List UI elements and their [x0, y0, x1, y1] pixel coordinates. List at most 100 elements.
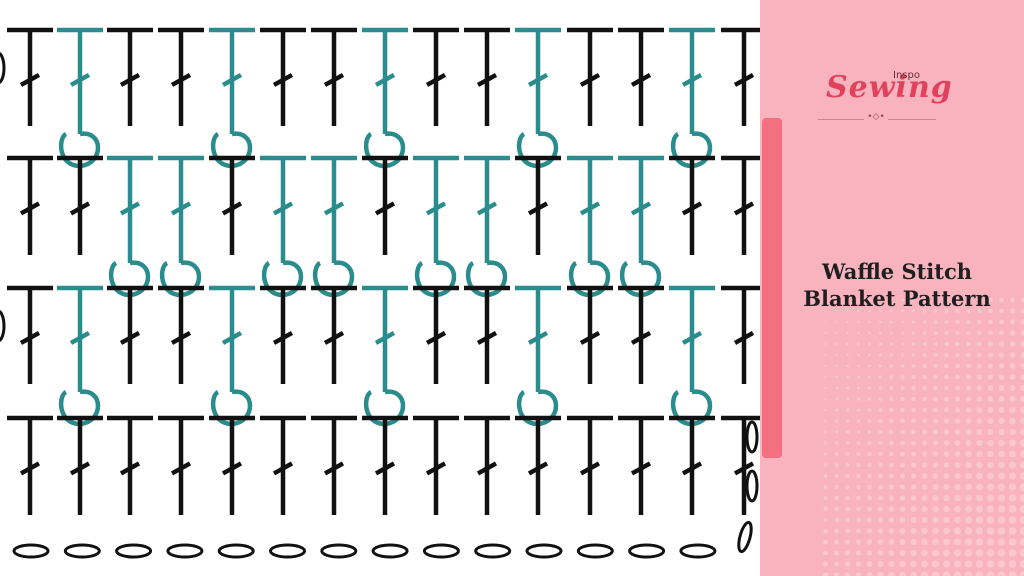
halftone-dot — [899, 538, 906, 546]
halftone-dot — [922, 298, 927, 302]
stitch-tick — [425, 330, 447, 345]
halftone-dot — [965, 396, 972, 402]
halftone-dot — [910, 560, 917, 568]
halftone-dot — [943, 516, 950, 524]
halftone-dot — [932, 462, 939, 468]
halftone-dot — [1008, 571, 1017, 576]
halftone-dot — [856, 397, 861, 401]
halftone-dot — [878, 473, 883, 479]
halftone-dot — [921, 473, 928, 479]
halftone-dot — [856, 430, 861, 434]
stitch-tick — [221, 72, 243, 87]
stitch-tick — [425, 201, 447, 216]
halftone-dot — [889, 386, 894, 390]
halftone-dot — [1009, 406, 1016, 414]
halftone-dot — [922, 407, 927, 413]
halftone-dot — [1010, 308, 1015, 314]
halftone-dot — [965, 385, 972, 391]
stitch-tick — [170, 461, 192, 476]
halftone-dot — [824, 321, 827, 323]
halftone-dot — [997, 527, 1006, 535]
halftone-dot — [987, 352, 994, 358]
halftone-dot — [846, 310, 849, 312]
halftone-dot — [955, 341, 960, 347]
halftone-dot — [911, 320, 916, 324]
halftone-dot — [911, 385, 916, 391]
halftone-dot — [986, 549, 995, 557]
halftone-dot — [856, 408, 861, 412]
halftone-dot — [976, 429, 983, 435]
side-panel — [760, 0, 1024, 576]
halftone-dot — [888, 517, 895, 523]
stitch-tick — [476, 72, 498, 87]
halftone-dot — [867, 473, 872, 479]
halftone-dot — [975, 571, 984, 576]
halftone-dot — [845, 484, 850, 490]
logo-wordmark: Sewing — [826, 70, 953, 105]
halftone-dot — [899, 473, 906, 479]
halftone-dot — [846, 331, 849, 335]
halftone-dot — [824, 310, 827, 312]
halftone-dot — [900, 451, 905, 457]
halftone-dot — [889, 364, 894, 368]
halftone-dot — [889, 342, 894, 346]
halftone-dot — [835, 321, 838, 323]
halftone-dot — [986, 538, 995, 546]
halftone-dot — [879, 309, 882, 313]
halftone-dot — [857, 320, 860, 324]
stitch-tick — [323, 330, 345, 345]
halftone-dot — [901, 309, 904, 313]
stitch-tick — [323, 72, 345, 87]
stitch-tick — [476, 461, 498, 476]
halftone-dot — [998, 374, 1005, 380]
stitch-tick — [221, 461, 243, 476]
halftone-dot — [1008, 505, 1017, 513]
halftone-dot — [846, 364, 849, 368]
halftone-dot — [976, 363, 983, 369]
stitch-tick — [527, 72, 549, 87]
halftone-dot — [932, 505, 939, 513]
stitch-tick — [170, 330, 192, 345]
halftone-dot — [1020, 428, 1024, 436]
halftone-dot — [1019, 549, 1024, 557]
halftone-dot — [1008, 538, 1017, 546]
halftone-dot — [933, 320, 938, 324]
halftone-dot — [867, 451, 872, 457]
halftone-dot — [954, 516, 961, 524]
halftone-dot — [910, 484, 917, 490]
halftone-dot — [988, 319, 993, 325]
halftone-dot — [856, 462, 861, 468]
halftone-dot — [889, 408, 894, 412]
halftone-dot — [932, 484, 939, 490]
halftone-dot — [954, 527, 961, 535]
halftone-dot — [1019, 494, 1024, 502]
halftone-dot — [901, 320, 904, 324]
halftone-dot — [844, 550, 851, 556]
halftone-dot — [987, 396, 994, 402]
stitch-tick — [69, 72, 91, 87]
halftone-dot — [987, 483, 994, 491]
halftone-dot — [955, 352, 960, 358]
halftone-dot — [986, 516, 995, 524]
chain-stitch — [679, 543, 717, 559]
halftone-dot — [953, 571, 962, 576]
halftone-dot — [932, 516, 939, 524]
logo-tag: Inspo — [893, 70, 920, 81]
halftone-dot — [834, 452, 839, 456]
halftone-dot — [943, 451, 950, 457]
halftone-dot — [975, 516, 984, 524]
halftone-dot — [965, 418, 972, 424]
halftone-dot — [910, 462, 917, 468]
halftone-dot — [867, 430, 872, 434]
halftone-dot — [921, 516, 928, 524]
halftone-dot — [900, 364, 905, 368]
halftone-dot — [857, 299, 860, 301]
halftone-dot — [900, 440, 905, 446]
halftone-dot — [900, 407, 905, 413]
halftone-dot — [955, 374, 960, 380]
halftone-dot — [976, 505, 983, 513]
halftone-dot — [868, 342, 871, 346]
stitch-tick — [19, 72, 41, 87]
halftone-dot — [835, 375, 838, 379]
halftone-dot — [933, 309, 938, 313]
